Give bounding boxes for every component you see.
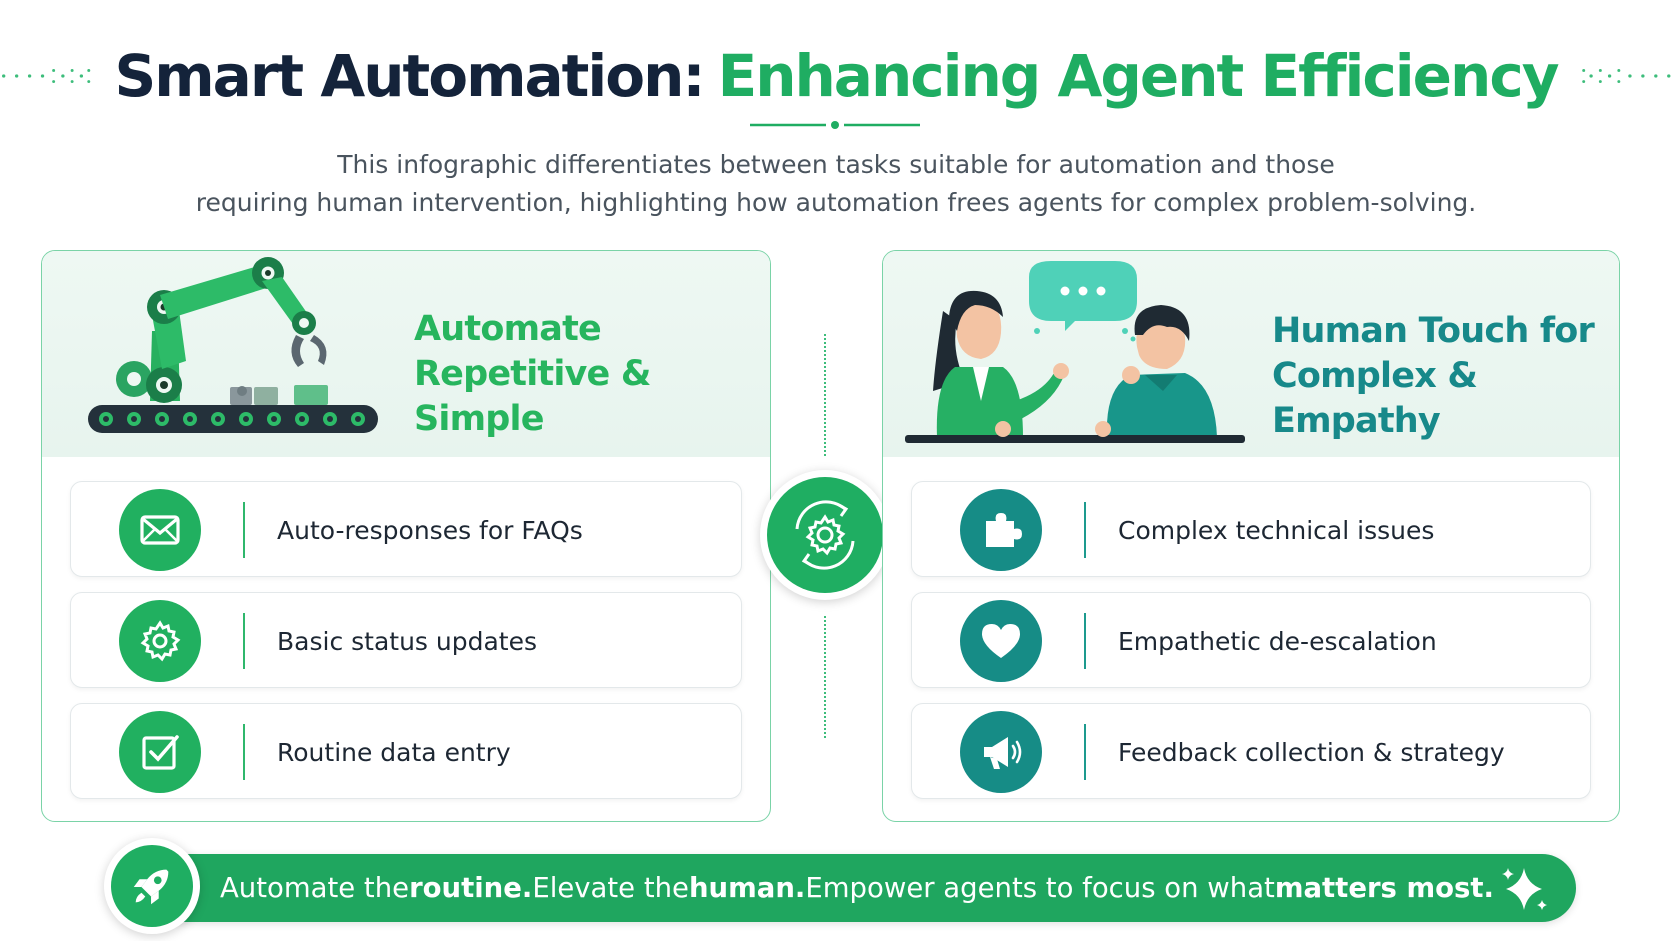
automate-panel-header: Automate Repetitive & Simple [42,251,770,457]
automate-heading-line-1: Automate [414,309,602,349]
automate-item-status: Basic status updates [70,592,742,688]
title-row: Smart Automation:Enhancing Agent Efficie… [0,36,1672,116]
human-heading-line-2: Complex & Empathy [1272,356,1478,441]
gear-icon [119,600,201,682]
human-item-deescalation: Empathetic de-escalation [911,592,1591,688]
human-panel-header: Human Touch for Complex & Empathy [883,251,1619,457]
rocket-badge [104,838,200,934]
automate-panel: Automate Repetitive & Simple Auto-respon… [41,250,771,822]
title-green-part: Enhancing Agent Efficiency [717,42,1560,110]
banner-part-3: Empower agents to focus on what [805,872,1275,904]
subtitle: This infographic differentiates between … [0,146,1672,222]
banner-part-2: Elevate the [532,872,689,904]
puzzle-icon [960,489,1042,571]
rocket-icon [111,845,193,927]
banner-text: Automate the routine. Elevate the human.… [220,854,1494,922]
automate-item-label: Auto-responses for FAQs [277,515,583,545]
robot-arm-illustration [88,257,378,433]
page-title: Smart Automation:Enhancing Agent Efficie… [114,42,1560,110]
left-dots-decoration [2,68,91,84]
automate-item-label: Basic status updates [277,626,538,656]
bottom-banner: Automate the routine. Elevate the human.… [150,854,1576,922]
human-item-label: Empathetic de-escalation [1118,626,1437,656]
automate-heading-line-2: Repetitive & Simple [414,354,651,439]
conversation-illustration [905,261,1245,443]
banner-part-1: Automate the [220,872,410,904]
center-divider-top [824,334,826,456]
human-item-label: Feedback collection & strategy [1118,737,1505,767]
human-item-feedback: Feedback collection & strategy [911,703,1591,799]
item-separator [243,724,245,780]
subtitle-line-2: requiring human intervention, highlighti… [195,188,1477,217]
heart-icon [960,600,1042,682]
human-heading-line-1: Human Touch for [1272,311,1595,351]
item-separator [1084,724,1086,780]
banner-bold-2: human. [688,872,806,904]
item-separator [243,502,245,558]
center-badge [760,470,890,600]
human-item-technical: Complex technical issues [911,481,1591,577]
automate-heading: Automate Repetitive & Simple [414,307,754,442]
title-dark-part: Smart Automation: [114,42,705,110]
checkbox-icon [119,711,201,793]
gear-cycle-icon [767,477,883,593]
automate-item-faq: Auto-responses for FAQs [70,481,742,577]
megaphone-icon [960,711,1042,793]
title-underline [750,121,920,129]
envelope-icon [119,489,201,571]
human-panel: Human Touch for Complex & Empathy Comple… [882,250,1620,822]
center-divider-bottom [824,616,826,738]
banner-bold-1: routine. [409,872,533,904]
automate-item-label: Routine data entry [277,737,511,767]
right-dots-decoration [1581,68,1670,84]
item-separator [1084,502,1086,558]
subtitle-line-1: This infographic differentiates between … [337,150,1335,179]
automate-item-data-entry: Routine data entry [70,703,742,799]
human-heading: Human Touch for Complex & Empathy [1272,309,1612,444]
item-separator [243,613,245,669]
item-separator [1084,613,1086,669]
sparkle-icon [1502,868,1547,910]
human-item-label: Complex technical issues [1118,515,1435,545]
banner-bold-3: matters most. [1274,872,1494,904]
